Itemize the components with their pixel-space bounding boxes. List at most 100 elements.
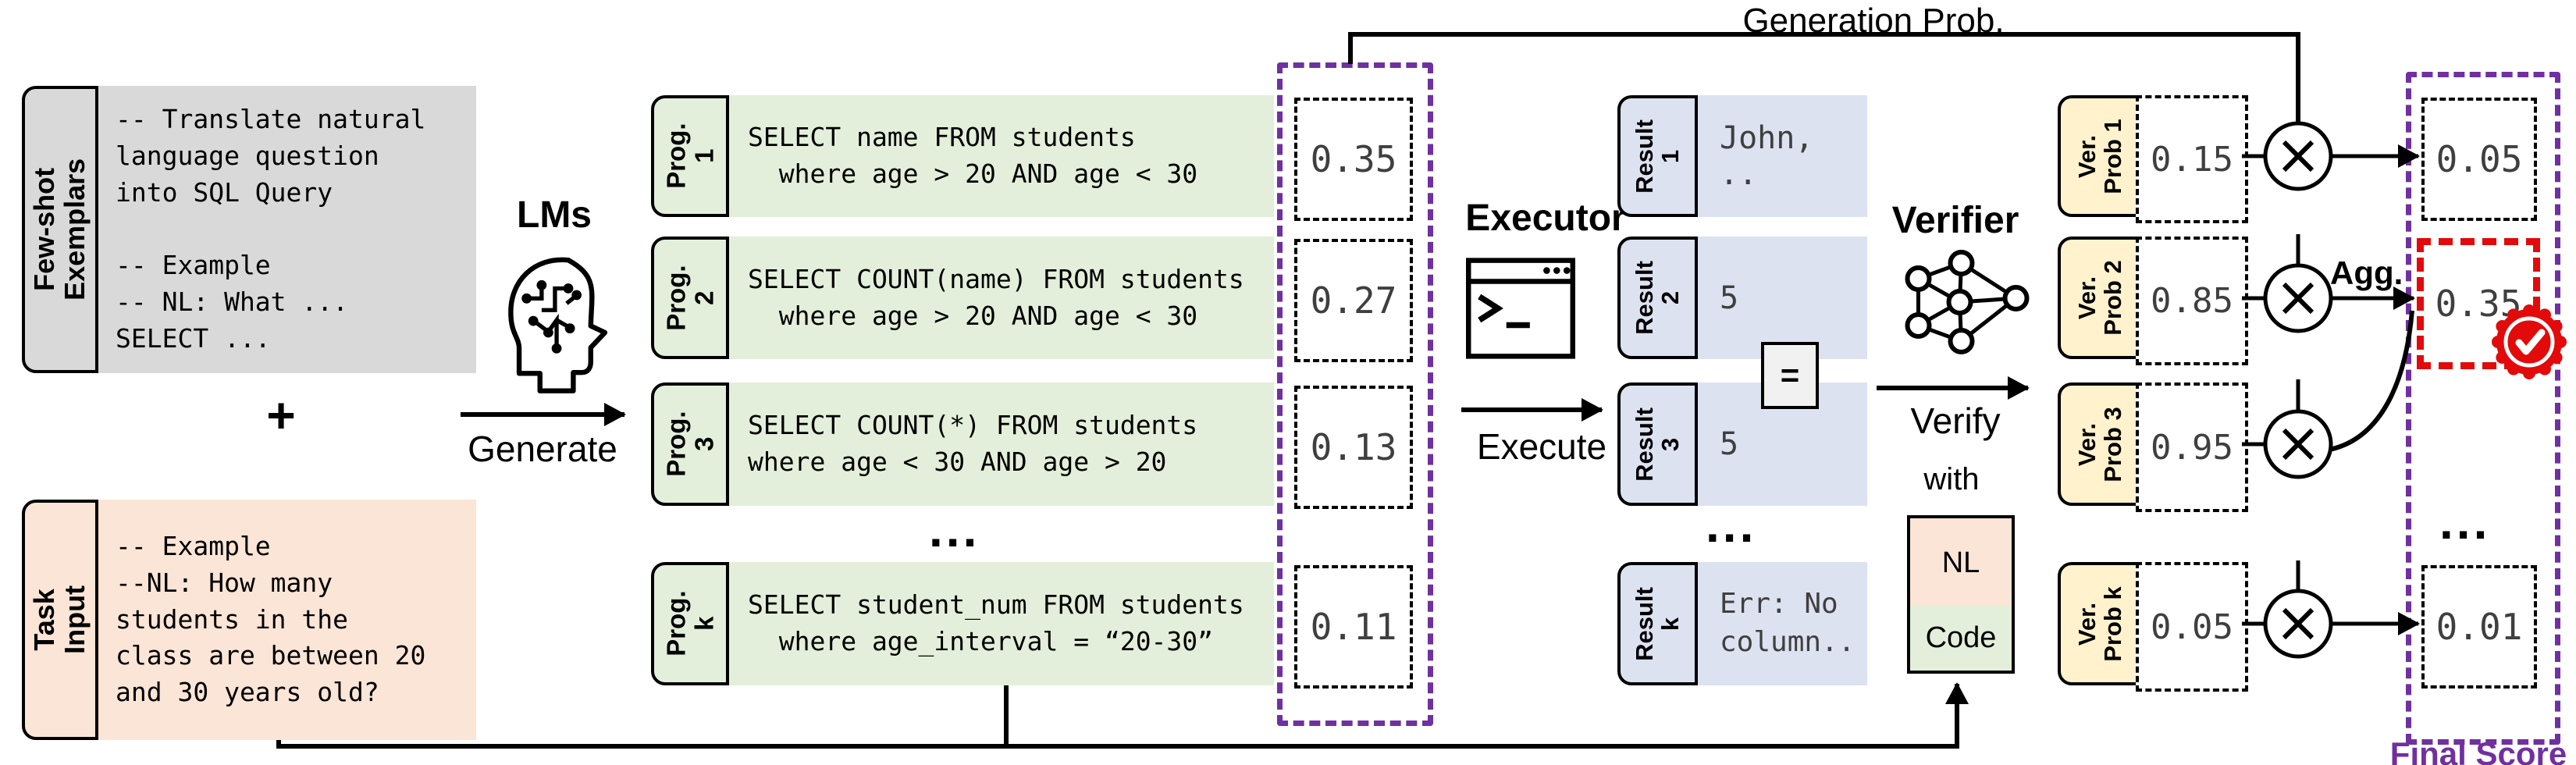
prog-k-tab-label: Prog. k [661,590,718,657]
prog-k-tab: Prog. k [651,562,729,685]
result-ellipsis: ... [1706,496,1757,553]
lms-label: LMs [517,194,592,236]
ver-prob-3-value-box: 0.95 [2136,382,2248,512]
final-score-1-value: 0.05 [2435,138,2523,180]
gen-prob-k-box: 0.11 [1294,565,1413,688]
ver-prob-k-tab-label: Ver. Prob k [2073,585,2126,662]
result-2-tab-label: Result 2 [1631,261,1685,335]
final-score-1-box: 0.05 [2421,98,2537,221]
prog-ellipsis: ... [929,501,980,557]
prog-1-tab-label: Prog. 1 [661,123,718,190]
prog-k-code: SELECT student_num FROM students where a… [748,589,1244,656]
few-shot-code-text: -- Translate natural language question i… [116,103,426,354]
prog-2-box: Prog. 2 SELECT COUNT(name) FROM students… [651,237,1274,359]
executor-label: Executor [1465,197,1626,239]
ver-prob-k-tab: Ver. Prob k [2058,562,2142,685]
result-2-tab: Result 2 [1617,237,1698,359]
few-shot-exemplars-box: Few-shot Exemplars -- Translate natural … [22,86,476,373]
ver-prob-2-tab: Ver. Prob 2 [2058,237,2142,359]
task-input-box: Task Input -- Example --NL: How many stu… [22,500,476,740]
results-equal-box: = [1761,342,1819,409]
plus-sign: + [266,387,296,443]
task-input-tab-label: Task Input [28,585,91,654]
multiply-icon-k [2263,589,2333,659]
few-shot-tab: Few-shot Exemplars [22,86,98,373]
ver-prob-1-tab-label: Ver. Prob 1 [2073,118,2126,194]
verifier-network-icon [1905,250,2030,354]
ver-prob-2-box: Ver. Prob 2 [2058,237,2142,359]
multiply-icon-1 [2263,121,2333,191]
result-1-tab: Result 1 [1617,95,1698,217]
result-2-value: 5 [1720,279,1739,316]
ver-prob-2-value: 0.85 [2151,281,2233,321]
prog-k-body: SELECT student_num FROM students where a… [729,562,1274,685]
ver-prob-k-value-box: 0.05 [2136,562,2248,692]
code-box: Code [1907,605,2015,674]
verified-badge-icon [2492,304,2567,379]
result-1-value: John, .. [1720,120,1814,192]
prog-3-body: SELECT COUNT(*) FROM students where age … [729,382,1274,506]
gen-prob-1-value: 0.35 [1310,138,1397,180]
task-input-code-text: -- Example --NL: How many students in th… [116,530,426,708]
ver-prob-1-value-box: 0.15 [2136,95,2248,223]
gen-prob-k-value: 0.11 [1310,606,1397,648]
result-k-tab-label: Result k [1631,586,1685,661]
prog-3-tab-label: Prog. 3 [661,411,718,478]
ver-prob-3-box: Ver. Prob 3 [2058,382,2142,506]
final-score-k-value: 0.01 [2435,606,2523,648]
generate-label: Generate [468,429,617,469]
ver-prob-1-box: Ver. Prob 1 [2058,95,2142,217]
gen-prob-2-value: 0.27 [1310,279,1397,322]
result-k-tab: Result k [1617,562,1698,685]
ver-prob-2-tab-label: Ver. Prob 2 [2073,260,2126,336]
task-input-tab: Task Input [22,500,98,740]
final-score-label: Final Score [2389,735,2567,765]
gen-prob-3-value: 0.13 [1310,426,1397,468]
agg-label: Agg. [2330,254,2403,291]
result-1-box: Result 1 John, .. [1617,95,1867,217]
agg-curve [2329,310,2414,452]
gen-prob-1-box: 0.35 [1294,98,1413,221]
prog-1-tab: Prog. 1 [651,95,729,217]
result-3-tab-label: Result 3 [1631,407,1685,482]
final-ellipsis: ... [2439,493,2491,550]
ver-prob-3-tab: Ver. Prob 3 [2058,382,2142,506]
verify-label: Verify [1910,400,2001,441]
nl-box: NL [1907,515,2015,611]
result-1-body: John, .. [1698,95,1867,217]
result-2-box: Result 2 5 [1617,237,1867,359]
task-to-code-line [276,682,1969,749]
with-label: with [1923,462,1980,496]
executor-terminal-icon [1466,258,1575,359]
final-score-2-box: 0.35 [2417,238,2540,369]
lms-head-icon [508,257,608,393]
prog-k-box: Prog. k SELECT student_num FROM students… [651,562,1274,685]
ver-prob-k-box: Ver. Prob k [2058,562,2142,685]
ver-prob-2-value-box: 0.85 [2136,237,2248,365]
gen-prob-3-box: 0.13 [1294,386,1413,509]
prog-3-box: Prog. 3 SELECT COUNT(*) FROM students wh… [651,382,1274,506]
prog-2-body: SELECT COUNT(name) FROM students where a… [729,237,1274,359]
final-score-k-box: 0.01 [2421,565,2537,688]
result-3-box: Result 3 5 [1617,382,1867,506]
ver-prob-1-tab: Ver. Prob 1 [2058,95,2142,217]
generation-prob-label: Generation Prob. [1742,2,2005,40]
few-shot-tab-label: Few-shot Exemplars [28,158,91,301]
result-1-tab-label: Result 1 [1631,119,1685,194]
prog-1-code: SELECT name FROM students where age > 20… [748,122,1198,189]
prog-2-tab-label: Prog. 2 [661,265,718,331]
result-2-body: 5 [1698,237,1867,359]
ver-prob-3-value: 0.95 [2151,427,2233,468]
ver-prob-k-value: 0.05 [2151,607,2233,647]
gen-prob-2-box: 0.27 [1294,239,1413,362]
few-shot-body: -- Translate natural language question i… [98,86,476,373]
result-k-body: Err: No column.. [1698,562,1867,685]
prog-3-code: SELECT COUNT(*) FROM students where age … [748,410,1198,477]
execute-label: Execute [1476,426,1607,467]
multiply-icon-3 [2263,409,2333,479]
result-3-tab: Result 3 [1617,382,1698,506]
multiply-icon-2 [2263,263,2333,333]
result-k-box: Result k Err: No column.. [1617,562,1867,685]
result-3-value: 5 [1720,426,1739,462]
